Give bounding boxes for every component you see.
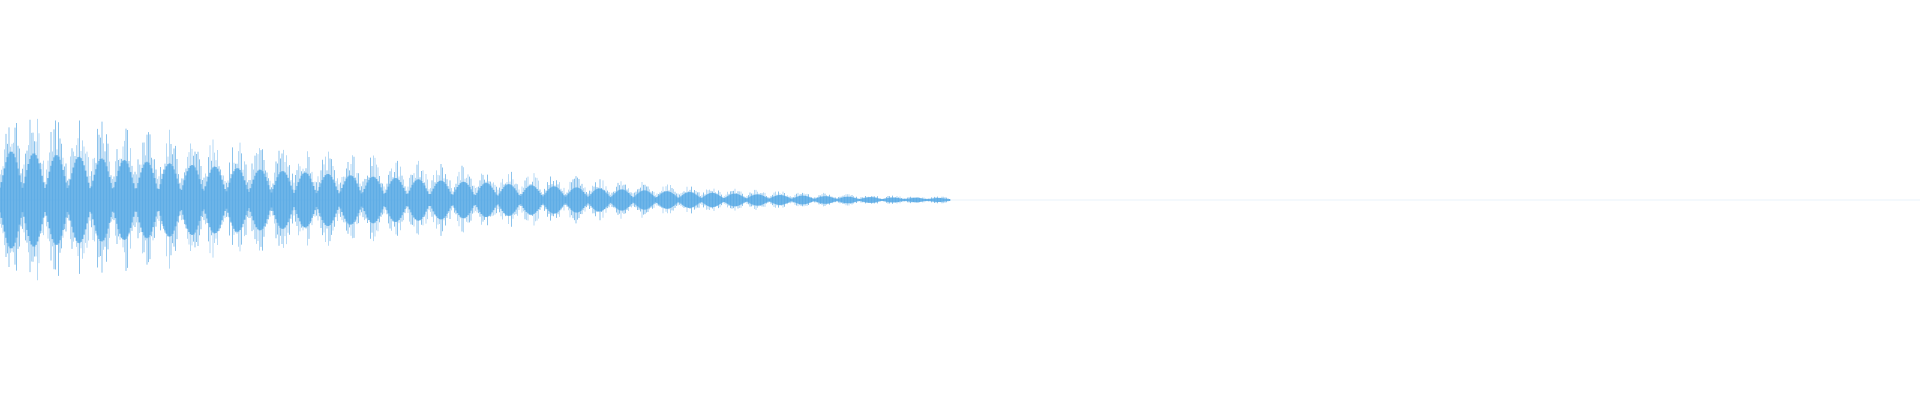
- waveform-rms-body: [0, 151, 951, 249]
